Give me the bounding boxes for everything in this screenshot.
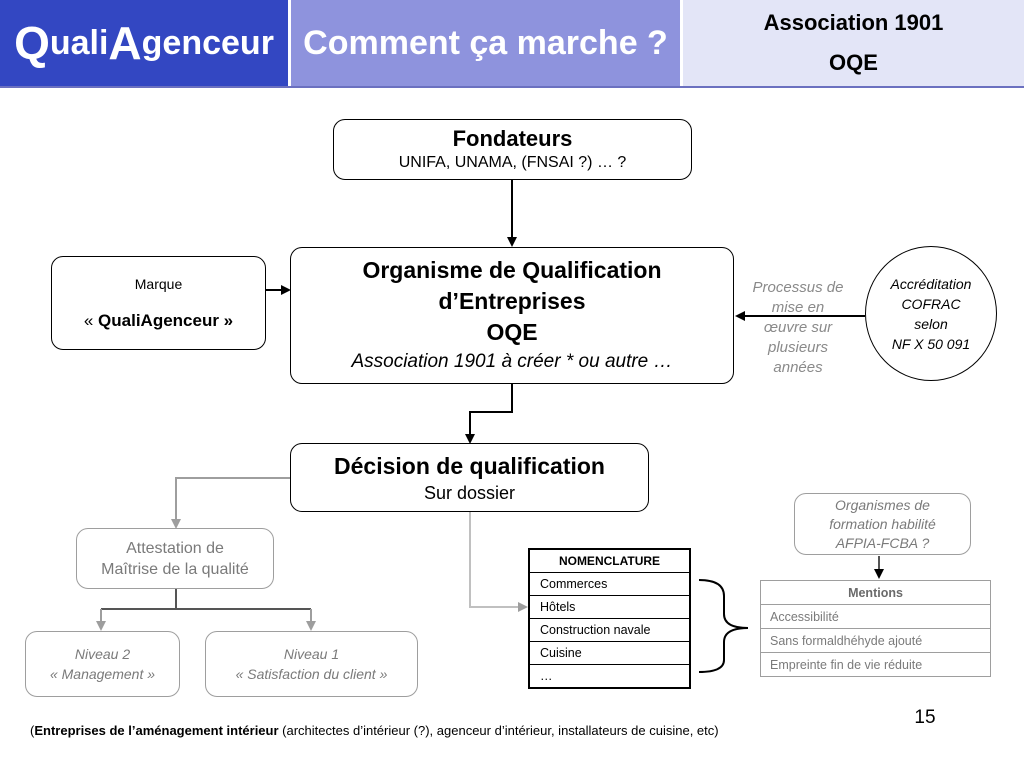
arrow-decision-nomenclature xyxy=(469,512,528,612)
organismes-line1: Organismes de xyxy=(835,496,930,513)
oqe-line4: Association 1901 à créer * ou autre … xyxy=(351,351,673,372)
processus-text: Processus de mise en œuvre sur plusieurs… xyxy=(742,278,854,378)
mentions-table: Mentions Accessibilité Sans formaldhéhyd… xyxy=(760,580,991,677)
nomenclature-header-row: NOMENCLATURE xyxy=(528,548,691,573)
processus-line4: plusieurs xyxy=(767,339,829,356)
mentions-cell: Sans formaldhéhyde ajouté xyxy=(760,628,991,653)
header-divider xyxy=(0,86,1024,88)
table-row: Commerces xyxy=(528,572,691,596)
footer-rest: (architectes d’intérieur (?), agenceur d… xyxy=(278,723,719,738)
fondateurs-title: Fondateurs xyxy=(452,125,573,151)
logo-uali: uali xyxy=(49,23,109,62)
niveau1-line2: « Satisfaction du client » xyxy=(235,666,388,682)
table-row: Empreinte fin de vie réduite xyxy=(760,652,991,677)
table-row: Construction navale xyxy=(528,618,691,642)
mentions-cell: Empreinte fin de vie réduite xyxy=(760,652,991,677)
processus-line2: mise en xyxy=(771,299,825,316)
footer-open: ( xyxy=(30,723,35,738)
table-row: Hôtels xyxy=(528,595,691,619)
arrow-oqe-decision xyxy=(465,384,513,444)
fondateurs-subtitle: UNIFA, UNAMA, (FNSAI ?) … ? xyxy=(398,153,627,171)
accreditation-line2: COFRAC xyxy=(901,295,961,312)
oqe-line1: Organisme de Qualification xyxy=(362,257,662,283)
niveau2-line1: Niveau 2 xyxy=(74,646,131,662)
processus-line5: années xyxy=(773,359,823,376)
table-row: … xyxy=(528,664,691,689)
mentions-header-row: Mentions xyxy=(760,580,991,605)
logo-genceur: genceur xyxy=(141,23,274,62)
table-row: Sans formaldhéhyde ajouté xyxy=(760,628,991,653)
accreditation-line4: NF X 50 091 xyxy=(891,335,971,352)
organismes-line2: formation habilité xyxy=(829,515,936,532)
nomenclature-cell: Cuisine xyxy=(528,641,691,665)
oqe-line3: OQE xyxy=(486,319,538,345)
marque-brand: QualiAgenceur xyxy=(98,311,219,330)
accreditation-line3: selon xyxy=(914,315,948,332)
attestation-box: Attestation de Maîtrise de la qualité xyxy=(76,528,274,589)
accreditation-line1: Accréditation xyxy=(890,275,972,292)
processus-line1: Processus de xyxy=(752,279,844,296)
organismes-line3: AFPIA-FCBA ? xyxy=(835,534,930,551)
mentions-cell: Accessibilité xyxy=(760,604,991,629)
fondateurs-box: Fondateurs UNIFA, UNAMA, (FNSAI ?) … ? xyxy=(333,119,692,180)
decision-subtitle: Sur dossier xyxy=(423,482,516,503)
attestation-line1: Attestation de xyxy=(126,539,224,557)
logo-a: A xyxy=(108,17,142,69)
footer-bold: Entreprises de l’aménagement intérieur xyxy=(34,723,279,738)
nomenclature-table: NOMENCLATURE Commerces Hôtels Constructi… xyxy=(528,548,691,689)
nomenclature-header: NOMENCLATURE xyxy=(528,548,691,573)
oqe-box: Organisme de Qualification d’Entreprises… xyxy=(290,247,734,384)
decision-title: Décision de qualification xyxy=(334,452,605,479)
marque-quote-close: » xyxy=(218,311,234,330)
arrow-decision-attestation xyxy=(171,477,290,529)
marque-quote-open: « xyxy=(83,311,99,330)
nomenclature-cell: Commerces xyxy=(528,572,691,596)
niveau1-line1: Niveau 1 xyxy=(283,646,340,662)
logo-q: Q xyxy=(14,17,50,69)
marque-label: Marque xyxy=(134,276,183,292)
mentions-header: Mentions xyxy=(760,580,991,605)
niveau2-line2: « Management » xyxy=(49,666,156,682)
marque-name: « QualiAgenceur » xyxy=(84,310,233,332)
processus-line3: œuvre sur xyxy=(763,319,833,336)
attestation-line2: Maîtrise de la qualité xyxy=(101,560,249,578)
nomenclature-cell: … xyxy=(528,664,691,689)
table-row: Cuisine xyxy=(528,641,691,665)
organismes-box: Organismes de formation habilité AFPIA-F… xyxy=(794,493,971,555)
nomenclature-cell: Hôtels xyxy=(528,595,691,619)
table-row: Accessibilité xyxy=(760,604,991,629)
footer-note: (Entreprises de l’aménagement intérieur … xyxy=(30,723,1010,738)
header-association: Association 1901 xyxy=(763,10,944,35)
accreditation-ellipse: Accréditation COFRAC selon NF X 50 091 xyxy=(865,246,997,381)
header-right: Association 1901 OQE xyxy=(683,0,1024,86)
niveau2-box: Niveau 2 « Management » xyxy=(25,631,180,697)
marque-box: Marque « QualiAgenceur » xyxy=(51,256,266,350)
niveau1-box: Niveau 1 « Satisfaction du client » xyxy=(205,631,418,697)
curly-brace xyxy=(698,579,749,673)
nomenclature-cell: Construction navale xyxy=(528,618,691,642)
page-number: 15 xyxy=(914,707,936,728)
header-oqe: OQE xyxy=(829,50,878,75)
slide-title: Comment ça marche ? xyxy=(291,0,680,86)
oqe-line2: d’Entreprises xyxy=(438,288,586,314)
decision-box: Décision de qualification Sur dossier xyxy=(290,443,649,512)
